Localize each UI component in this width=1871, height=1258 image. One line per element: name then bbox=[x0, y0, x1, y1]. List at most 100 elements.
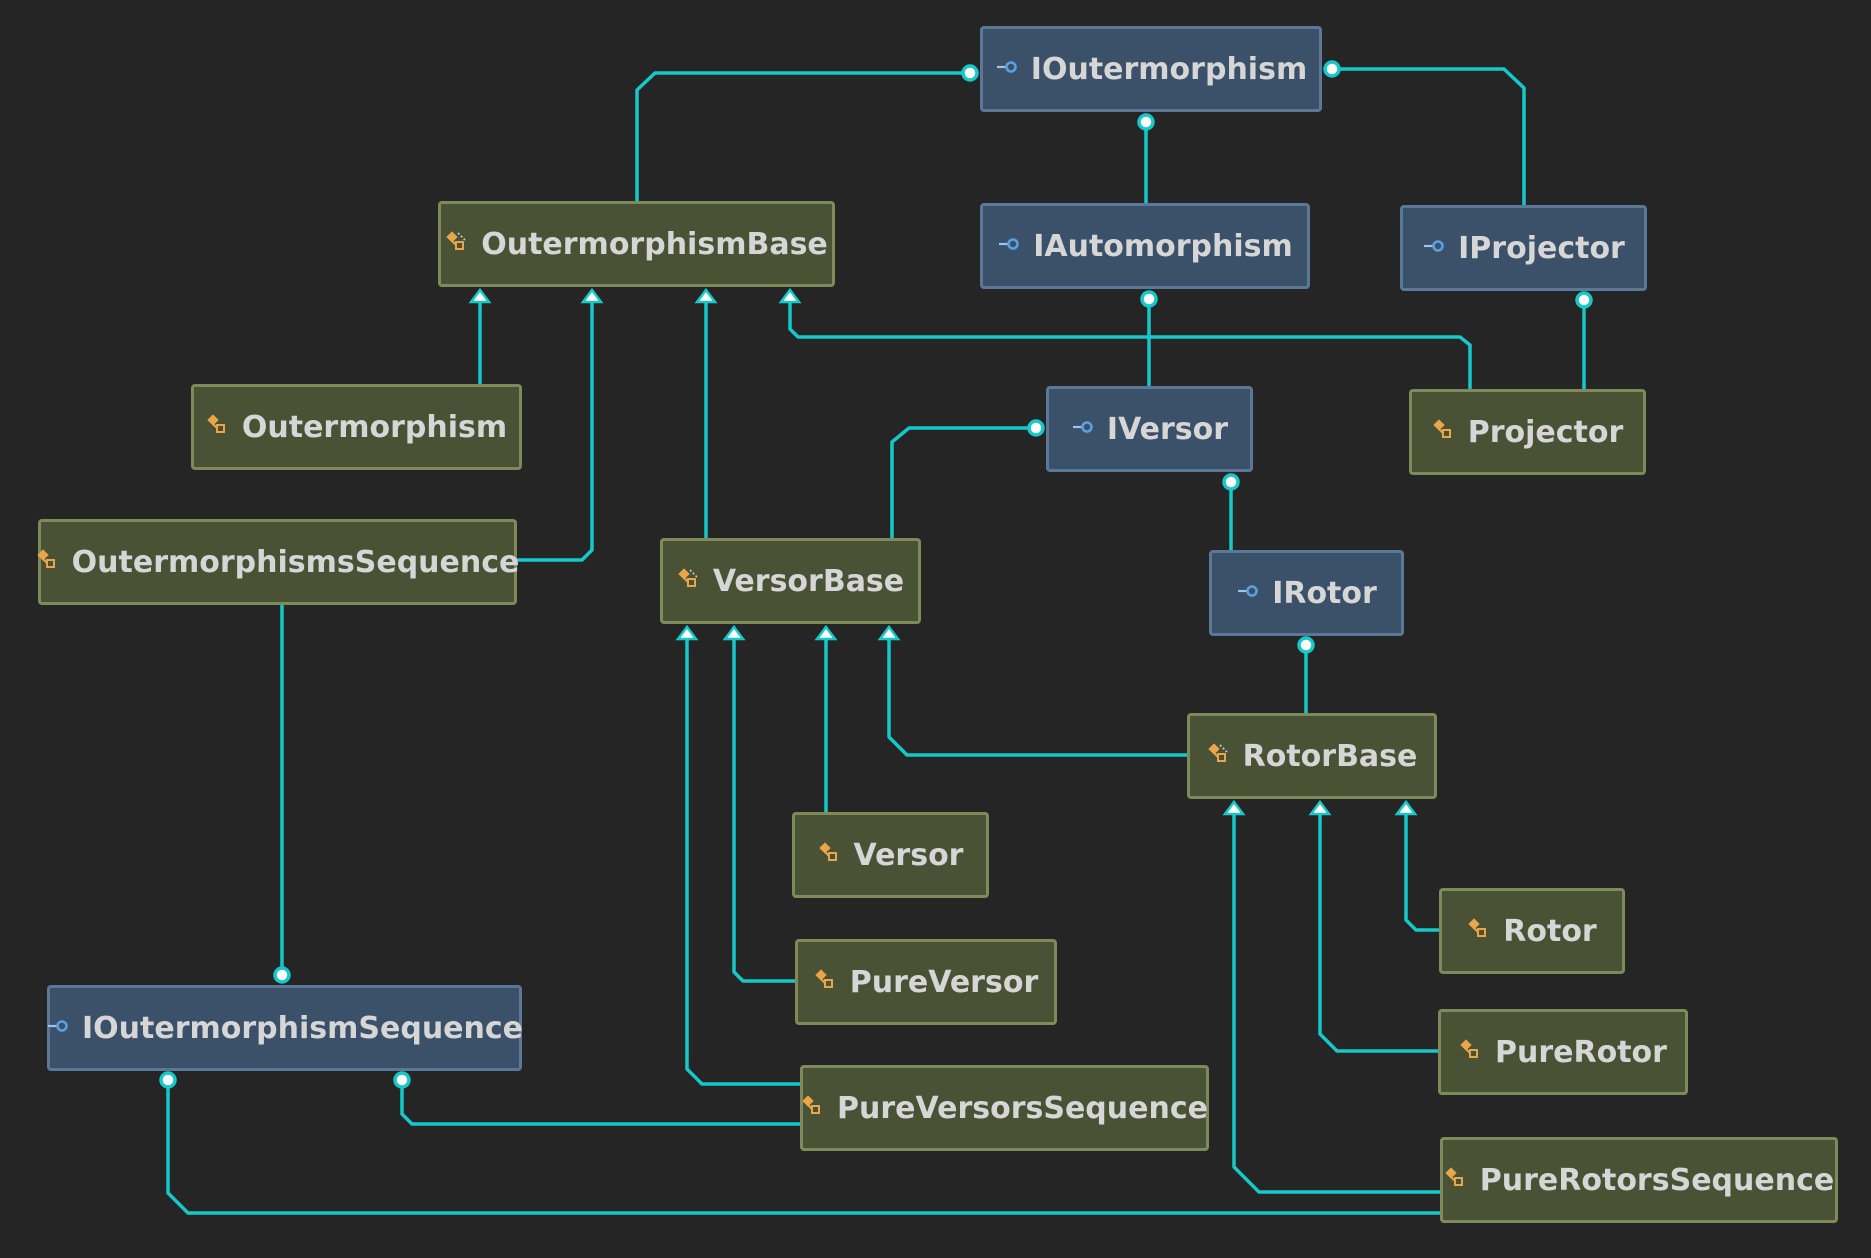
interface-icon bbox=[995, 52, 1019, 87]
lollipop-marker bbox=[393, 1071, 411, 1089]
edge-outermorphismbase-to-ioutermorphism bbox=[635, 64, 979, 201]
node-label: Rotor bbox=[1503, 913, 1597, 949]
node-label: PureRotorsSequence bbox=[1479, 1162, 1835, 1198]
node-rotorbase[interactable]: RotorBase bbox=[1187, 713, 1437, 799]
class-icon bbox=[206, 410, 230, 445]
class-icon bbox=[1467, 914, 1491, 949]
node-label: Outermorphism bbox=[241, 409, 508, 445]
lollipop-marker bbox=[1575, 291, 1593, 309]
edge-rotorbase-to-irotor bbox=[1297, 636, 1315, 713]
node-pureversorssequence[interactable]: PureVersorsSequence bbox=[800, 1065, 1209, 1151]
abstract-class-icon bbox=[445, 227, 469, 262]
class-icon bbox=[36, 545, 60, 580]
node-label: OutermorphismBase bbox=[481, 226, 828, 262]
edge-versorbase-to-iversor bbox=[890, 419, 1045, 538]
interface-icon bbox=[1071, 412, 1095, 447]
node-label: PureVersorsSequence bbox=[837, 1090, 1208, 1126]
node-label: Projector bbox=[1467, 414, 1624, 450]
inheritance-arrow bbox=[468, 287, 492, 304]
node-outermorphismbase[interactable]: OutermorphismBase bbox=[438, 201, 835, 287]
edge-iprojector-to-ioutermorphism bbox=[1323, 60, 1526, 205]
edge-purerotorssequence-to-ioutermorphismsequence bbox=[159, 1071, 1440, 1215]
edge-pureversor-to-versorbase bbox=[722, 624, 795, 983]
node-iversor[interactable]: IVersor bbox=[1046, 386, 1253, 472]
edge-purerotorssequence-to-rotorbase bbox=[1222, 799, 1440, 1194]
class-icon bbox=[801, 1091, 825, 1126]
node-label: IAutomorphism bbox=[1033, 228, 1293, 264]
inheritance-arrow bbox=[1222, 799, 1246, 816]
node-purerotorssequence[interactable]: PureRotorsSequence bbox=[1440, 1137, 1838, 1223]
edge-iversor-to-iautomorphism bbox=[1140, 290, 1158, 386]
edge-irotor-to-iversor bbox=[1222, 473, 1240, 550]
node-outermorphism[interactable]: Outermorphism bbox=[191, 384, 522, 470]
interface-icon bbox=[46, 1011, 70, 1046]
node-projector[interactable]: Projector bbox=[1409, 389, 1646, 475]
edge-purerotor-to-rotorbase bbox=[1308, 799, 1438, 1053]
interface-icon bbox=[997, 229, 1021, 264]
inheritance-arrow bbox=[722, 624, 746, 641]
node-label: Versor bbox=[853, 837, 964, 873]
node-label: PureVersor bbox=[849, 964, 1039, 1000]
inheritance-arrow bbox=[694, 287, 718, 304]
lollipop-marker bbox=[1323, 60, 1341, 78]
lollipop-marker bbox=[273, 966, 291, 984]
node-ioutermorphismsequence[interactable]: IOutermorphismSequence bbox=[46, 985, 524, 1071]
inheritance-arrow bbox=[814, 624, 838, 641]
lollipop-marker bbox=[1027, 419, 1045, 437]
inheritance-arrow bbox=[1394, 799, 1418, 816]
node-iprojector[interactable]: IProjector bbox=[1400, 205, 1647, 291]
class-icon bbox=[1444, 1163, 1468, 1198]
class-icon bbox=[818, 838, 842, 873]
node-pureversor[interactable]: PureVersor bbox=[795, 939, 1057, 1025]
lollipop-marker bbox=[159, 1071, 177, 1089]
edge-outermorphism-to-outermorphismbase bbox=[468, 287, 492, 384]
lollipop-marker bbox=[1297, 636, 1315, 654]
lollipop-marker bbox=[1222, 473, 1240, 491]
node-label: IVersor bbox=[1106, 411, 1229, 447]
abstract-class-icon bbox=[677, 564, 701, 599]
inheritance-arrow bbox=[877, 624, 901, 641]
class-icon bbox=[1459, 1035, 1483, 1070]
class-icon bbox=[1432, 415, 1456, 450]
node-label: IRotor bbox=[1272, 575, 1377, 611]
interface-icon bbox=[1236, 576, 1260, 611]
edge-rotorbase-to-versorbase bbox=[877, 624, 1187, 757]
node-label: IOutermorphismSequence bbox=[81, 1010, 524, 1046]
edge-versor-to-versorbase bbox=[814, 624, 838, 812]
inheritance-arrow bbox=[580, 287, 604, 304]
edge-pureversorssequence-to-versorbase bbox=[675, 624, 800, 1086]
lollipop-marker bbox=[961, 64, 979, 82]
node-label: RotorBase bbox=[1242, 738, 1418, 774]
edge-iautomorphism-to-ioutermorphism bbox=[1137, 113, 1155, 203]
edge-projector-to-outermorphismbase bbox=[778, 287, 1472, 389]
node-ioutermorphism[interactable]: IOutermorphism bbox=[980, 26, 1322, 112]
edge-pureversorssequence-to-ioutermorphismsequence bbox=[393, 1071, 800, 1126]
inheritance-arrow bbox=[1308, 799, 1332, 816]
edge-versorbase-to-outermorphismbase bbox=[694, 287, 718, 538]
node-label: IProjector bbox=[1458, 230, 1625, 266]
node-label: IOutermorphism bbox=[1030, 51, 1308, 87]
node-versorbase[interactable]: VersorBase bbox=[660, 538, 921, 624]
node-irotor[interactable]: IRotor bbox=[1209, 550, 1404, 636]
node-outermorphismssequence[interactable]: OutermorphismsSequence bbox=[36, 519, 520, 605]
node-purerotor[interactable]: PureRotor bbox=[1438, 1009, 1688, 1095]
class-icon bbox=[814, 965, 838, 1000]
node-versor[interactable]: Versor bbox=[792, 812, 989, 898]
node-label: OutermorphismsSequence bbox=[71, 544, 520, 580]
inheritance-arrow bbox=[675, 624, 699, 641]
node-iautomorphism[interactable]: IAutomorphism bbox=[980, 203, 1310, 289]
node-rotor[interactable]: Rotor bbox=[1439, 888, 1625, 974]
edge-outermorphismssequence-to-outermorphismbase bbox=[517, 287, 604, 562]
interface-icon bbox=[1422, 231, 1446, 266]
node-label: VersorBase bbox=[712, 563, 905, 599]
inheritance-arrow bbox=[778, 287, 802, 304]
lollipop-marker bbox=[1137, 113, 1155, 131]
edge-outermorphismssequence-to-ioutermorphismsequence bbox=[273, 605, 291, 984]
edge-rotor-to-rotorbase bbox=[1394, 799, 1439, 932]
abstract-class-icon bbox=[1207, 739, 1231, 774]
edge-projector-to-iprojector bbox=[1575, 291, 1593, 389]
node-label: PureRotor bbox=[1495, 1034, 1667, 1070]
lollipop-marker bbox=[1140, 290, 1158, 308]
